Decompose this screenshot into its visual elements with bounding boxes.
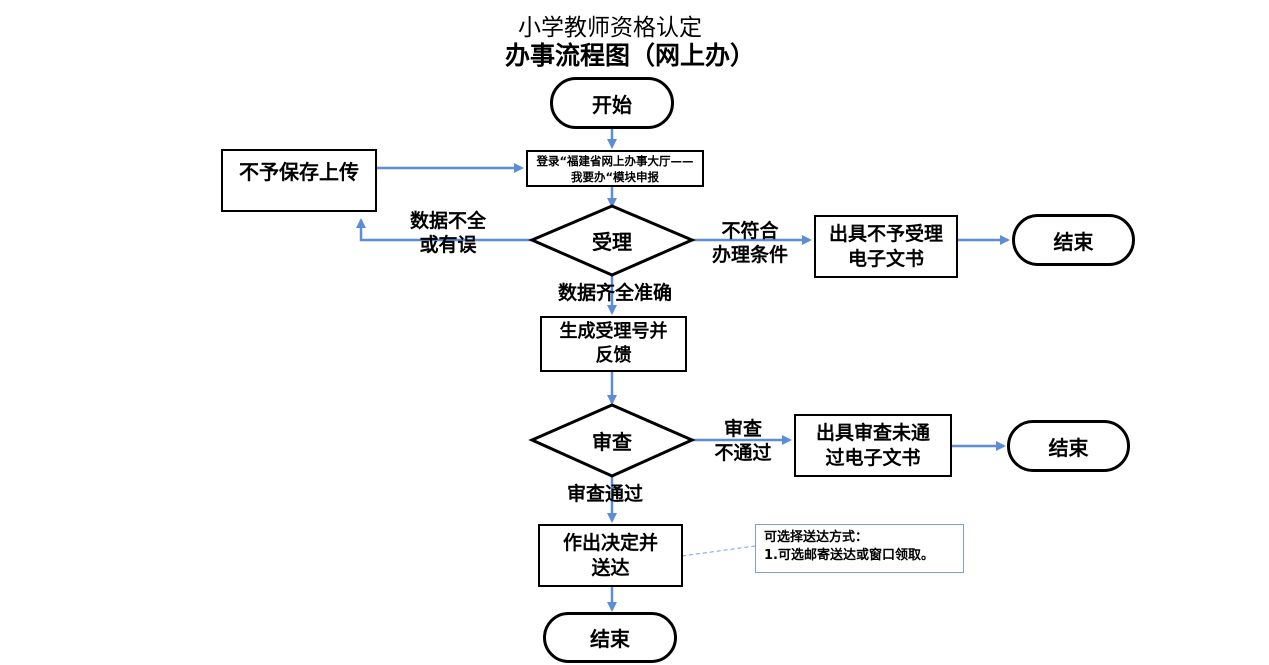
review-diamond xyxy=(528,403,696,478)
arrow-accept-nosave xyxy=(356,218,532,242)
reject-doc-node: 出具不予受理电子文书 xyxy=(814,215,958,278)
gen-number-node: 生成受理号并反馈 xyxy=(540,316,687,372)
end-node-2: 结束 xyxy=(1007,420,1130,472)
login-node: 登录“福建省网上办事大厅——我要办“模块申报 xyxy=(526,150,704,187)
accept-diamond xyxy=(528,204,696,277)
note-connector xyxy=(681,545,756,557)
label-complete: 数据齐全准确 xyxy=(557,282,672,304)
accept-node: 受理 xyxy=(567,225,657,255)
review-fail-doc-label: 出具审查未通过电子文书 xyxy=(815,421,930,469)
review-label: 审查 xyxy=(592,429,632,454)
title-line-2: 办事流程图（网上办） xyxy=(504,41,755,70)
start-node: 开始 xyxy=(550,77,674,129)
reject-doc-label: 出具不予受理电子文书 xyxy=(828,222,943,270)
end-node-3: 结束 xyxy=(543,612,677,663)
no-save-label: 不予保存上传 xyxy=(239,160,359,184)
accept-label: 受理 xyxy=(592,229,632,254)
login-label: 登录“福建省网上办事大厅——我要办“模块申报 xyxy=(536,153,694,184)
label-review-not-pass: 审查 不通过 xyxy=(714,418,772,464)
review-fail-doc-node: 出具审查未通过电子文书 xyxy=(794,414,952,477)
label-not-meet: 不符合 办理条件 xyxy=(711,220,788,266)
no-save-node: 不予保存上传 xyxy=(221,149,377,212)
end-label-2: 结束 xyxy=(1048,435,1089,460)
decide-node: 作出决定并送达 xyxy=(538,524,683,587)
delivery-note: 可选择送达方式： 1.可选邮寄送达或窗口领取。 xyxy=(755,524,964,573)
label-review-pass: 审查通过 xyxy=(566,483,643,505)
decide-label: 作出决定并送达 xyxy=(562,531,658,579)
label-incomplete: 数据不全 或有误 xyxy=(409,210,486,256)
end-label-3: 结束 xyxy=(590,627,630,651)
end-node-1: 结束 xyxy=(1012,214,1135,266)
start-label: 开始 xyxy=(592,92,632,117)
gen-number-label: 生成受理号并反馈 xyxy=(559,321,668,366)
review-node: 审查 xyxy=(567,425,657,455)
title-line-1: 小学教师资格认定 xyxy=(518,15,702,41)
end-label-1: 结束 xyxy=(1053,229,1094,254)
